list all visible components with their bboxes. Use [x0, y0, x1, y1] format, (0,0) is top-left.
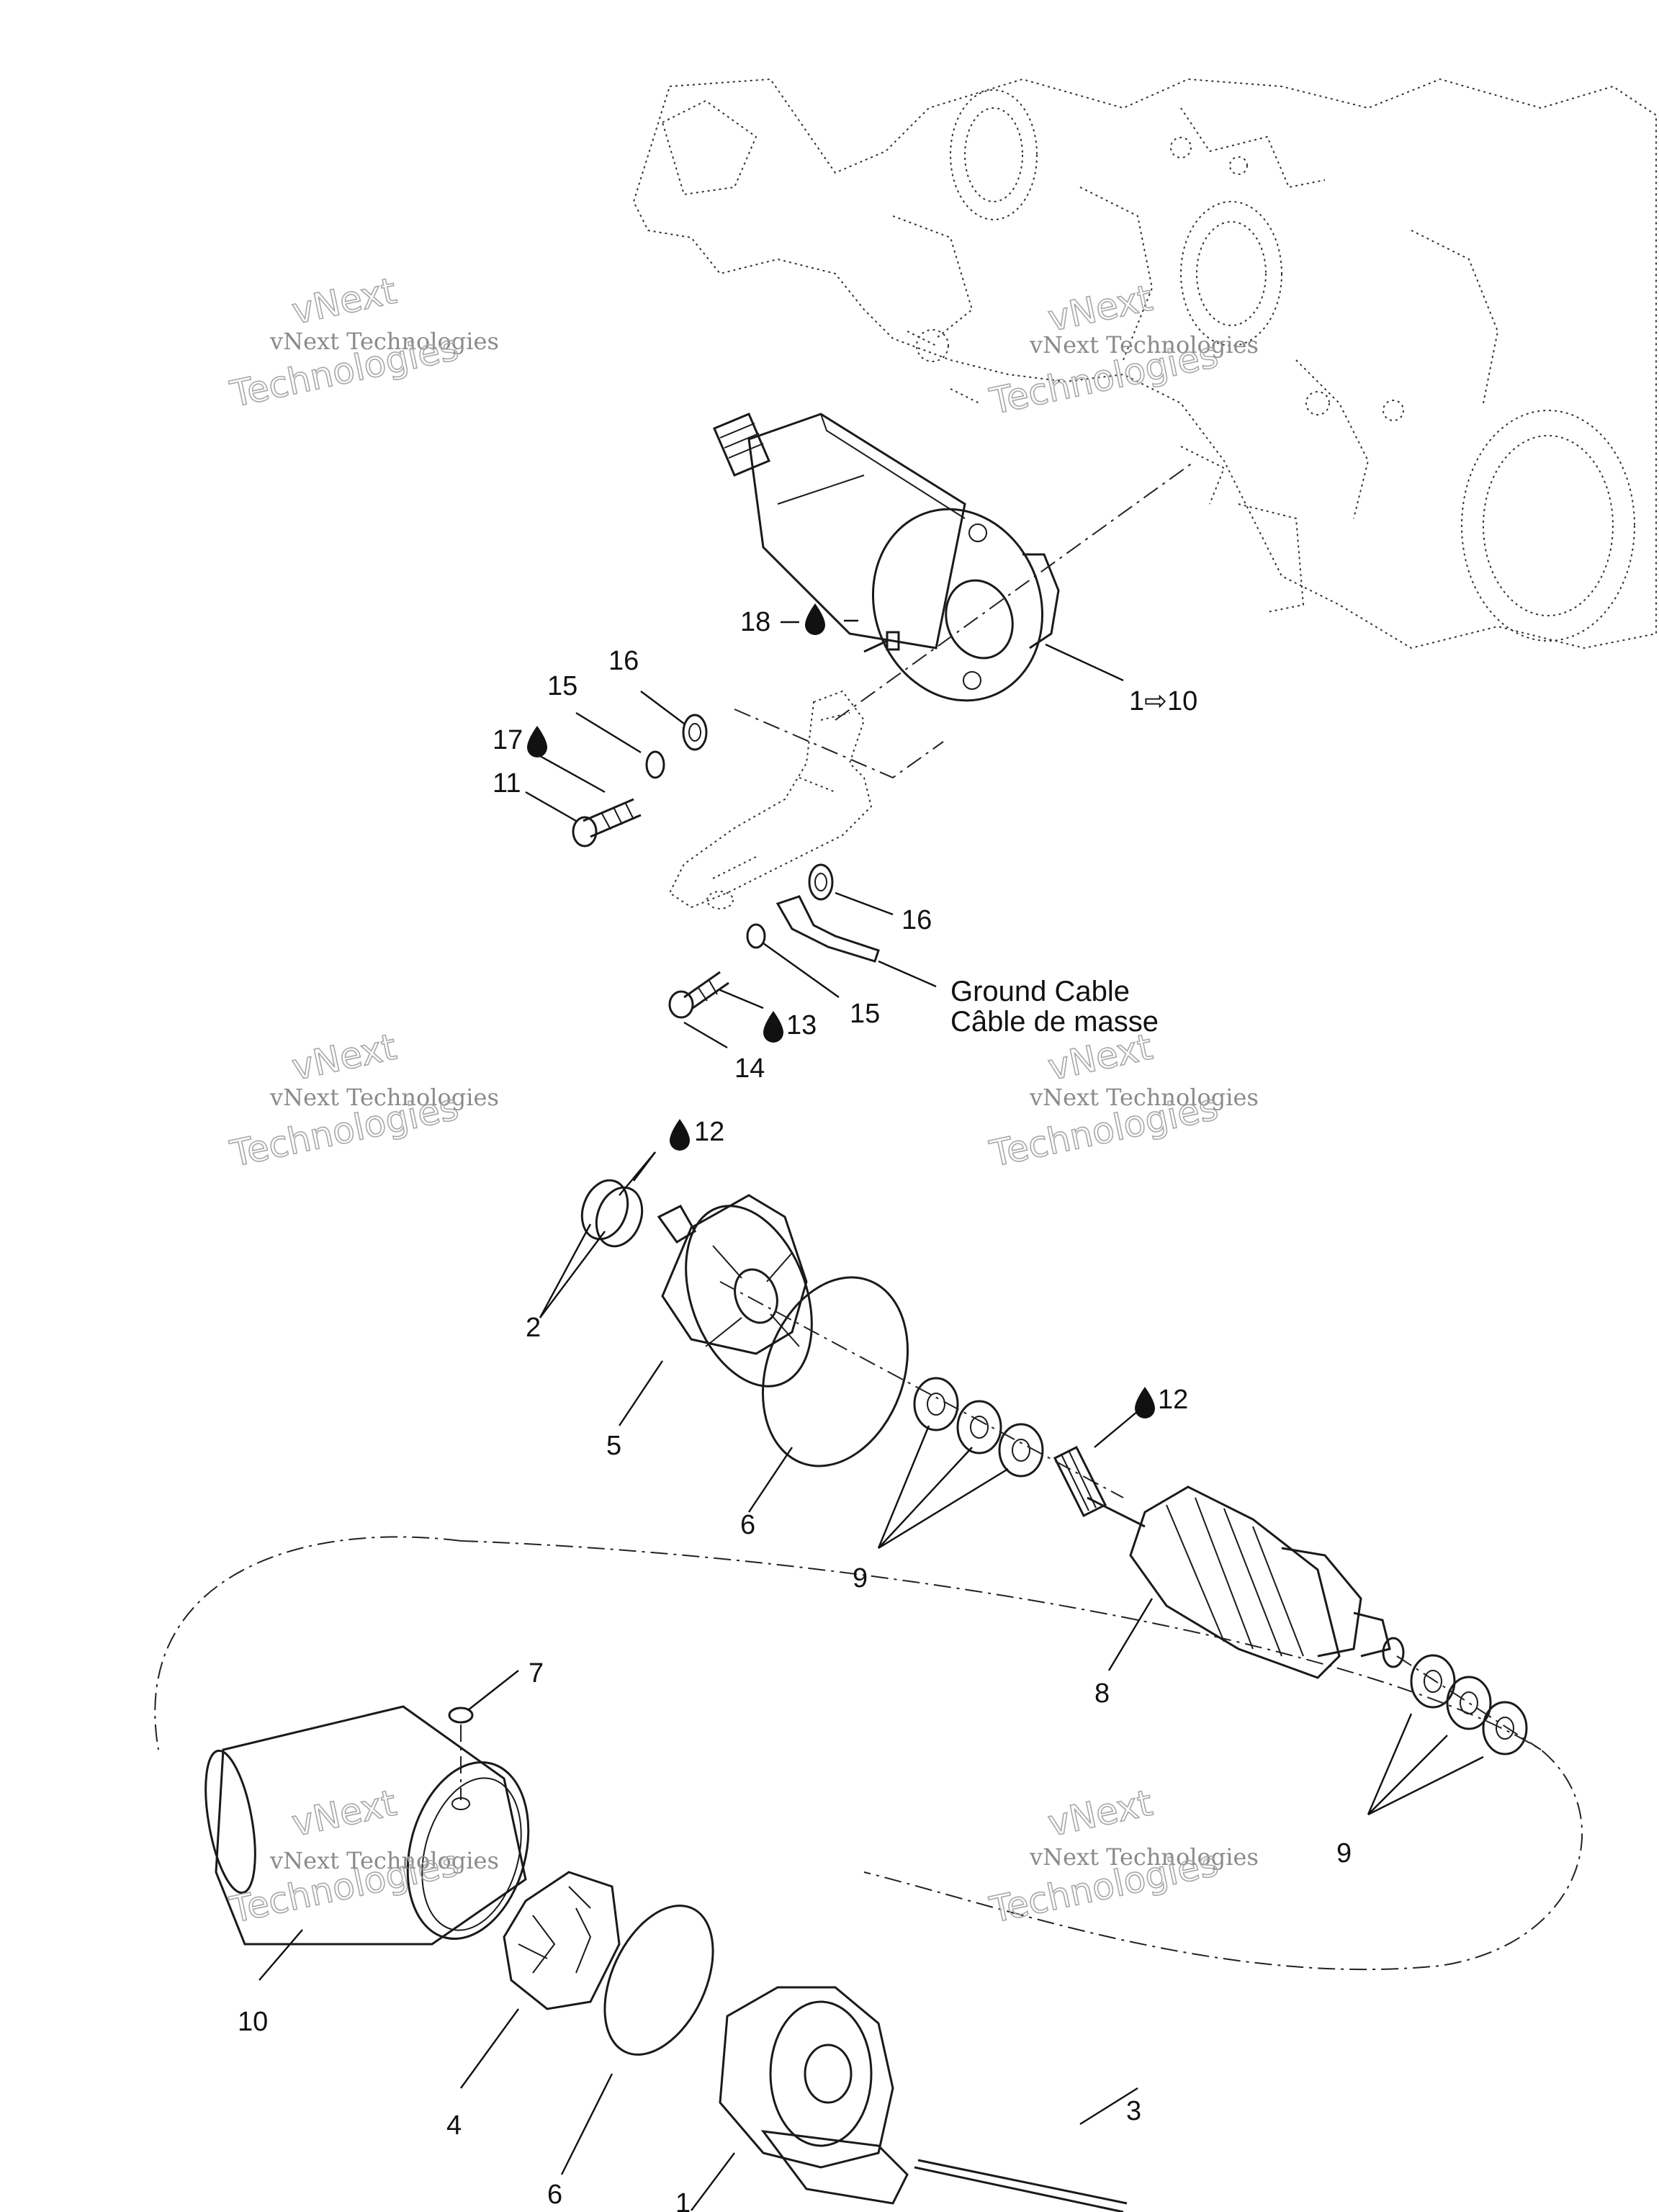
armature-8 [1053, 1445, 1405, 1679]
drive-end-housing-5 [657, 1194, 813, 1388]
o-ring-6a [761, 1276, 909, 1467]
axis-line-shims [1396, 1655, 1542, 1750]
svg-text:vNext: vNext [288, 1782, 400, 1845]
label-10: 10 [238, 2007, 268, 2037]
alignment-line-top [835, 460, 1196, 721]
lock-washer-16a [682, 714, 708, 751]
bolt-11 [572, 798, 642, 848]
label-6b: 6 [547, 2180, 562, 2210]
alignment-line-top-2 [734, 709, 944, 779]
sealant-drop-icon [670, 1119, 690, 1151]
shims-9b [1410, 1654, 1528, 1755]
label-13: 13 [786, 1010, 817, 1040]
svg-text:vNext Technologies: vNext Technologies [1029, 1843, 1259, 1871]
svg-text:vNext: vNext [1044, 277, 1156, 340]
label-18: 18 [740, 607, 770, 637]
label-4: 4 [446, 2110, 462, 2141]
brush-holder-4 [503, 1871, 621, 2010]
svg-text:vNext: vNext [288, 1026, 400, 1089]
leader-lines-exploded [258, 1151, 1484, 2211]
label-17: 17 [493, 725, 523, 755]
label-12a: 12 [694, 1117, 724, 1147]
sealant-drop-icon [1135, 1387, 1155, 1419]
washer-15a [645, 750, 665, 779]
label-9a: 9 [853, 1563, 868, 1593]
watermark-tl: vNext vNext Technologies Technologies [226, 269, 499, 416]
watermark-bl: vNext vNext Technologies Technologies [226, 1781, 499, 1932]
svg-text:vNext Technologies: vNext Technologies [269, 328, 499, 355]
label-16b: 16 [902, 905, 932, 935]
washer-15b [746, 923, 766, 949]
label-1: 1 [675, 2188, 691, 2212]
svg-text:vNext Technologies: vNext Technologies [269, 1084, 499, 1111]
sealant-drop-icon [763, 1011, 783, 1043]
starter-assembly [713, 413, 1060, 702]
terminal-bolt-3 [914, 2159, 1128, 2212]
sealant-drop-icon [527, 726, 547, 757]
label-8: 8 [1094, 1678, 1110, 1709]
ground-cable-label-fr: Câble de masse [950, 1006, 1159, 1038]
leader-lines-top [525, 619, 1124, 1049]
ground-cable-label: Ground Cable [950, 976, 1130, 1007]
o-rings-2 [580, 1179, 644, 1248]
watermark-br: vNext vNext Technologies Technologies [986, 1781, 1259, 1932]
engine-block [632, 78, 1657, 649]
label-15b: 15 [850, 999, 880, 1029]
o-ring-6b [603, 1905, 714, 2056]
bolt-14 [668, 971, 729, 1019]
lock-washer-16b [808, 863, 834, 901]
commutator-end-frame-1 [719, 1986, 909, 2205]
label-1-to-10: 1⇨10 [1129, 686, 1197, 716]
label-11: 11 [493, 768, 521, 799]
svg-text:vNext Technologies: vNext Technologies [1029, 1084, 1259, 1111]
label-2: 2 [526, 1313, 541, 1343]
svg-text:vNext Technologies: vNext Technologies [269, 1847, 499, 1874]
label-14: 14 [734, 1053, 765, 1084]
svg-text:vNext: vNext [1044, 1782, 1156, 1845]
svg-text:vNext: vNext [288, 270, 400, 333]
sealant-drop-icon [805, 603, 825, 635]
callout-labels: 18 1⇨10 16 15 17 11 16 Ground Cable Câbl… [238, 607, 1352, 2212]
watermark-ml: vNext vNext Technologies Technologies [226, 1025, 499, 1176]
assembly-loop-line [154, 1536, 1583, 1971]
label-6a: 6 [740, 1510, 755, 1540]
label-3: 3 [1126, 2096, 1141, 2126]
svg-text:vNext Technologies: vNext Technologies [1029, 331, 1259, 359]
label-16a: 16 [608, 646, 639, 676]
yoke-housing-10 [204, 1705, 530, 1946]
plug-7 [448, 1707, 474, 1810]
label-7: 7 [529, 1658, 544, 1689]
label-9b: 9 [1336, 1838, 1352, 1869]
watermark-tr: vNext vNext Technologies Technologies [986, 276, 1259, 423]
label-15a: 15 [547, 671, 577, 701]
shims-9a [913, 1377, 1044, 1478]
support-bracket [668, 690, 873, 909]
watermark-mr: vNext vNext Technologies Technologies [986, 1025, 1259, 1176]
label-12b: 12 [1158, 1385, 1188, 1415]
label-5: 5 [606, 1431, 621, 1461]
ground-cable-terminal [775, 895, 880, 963]
